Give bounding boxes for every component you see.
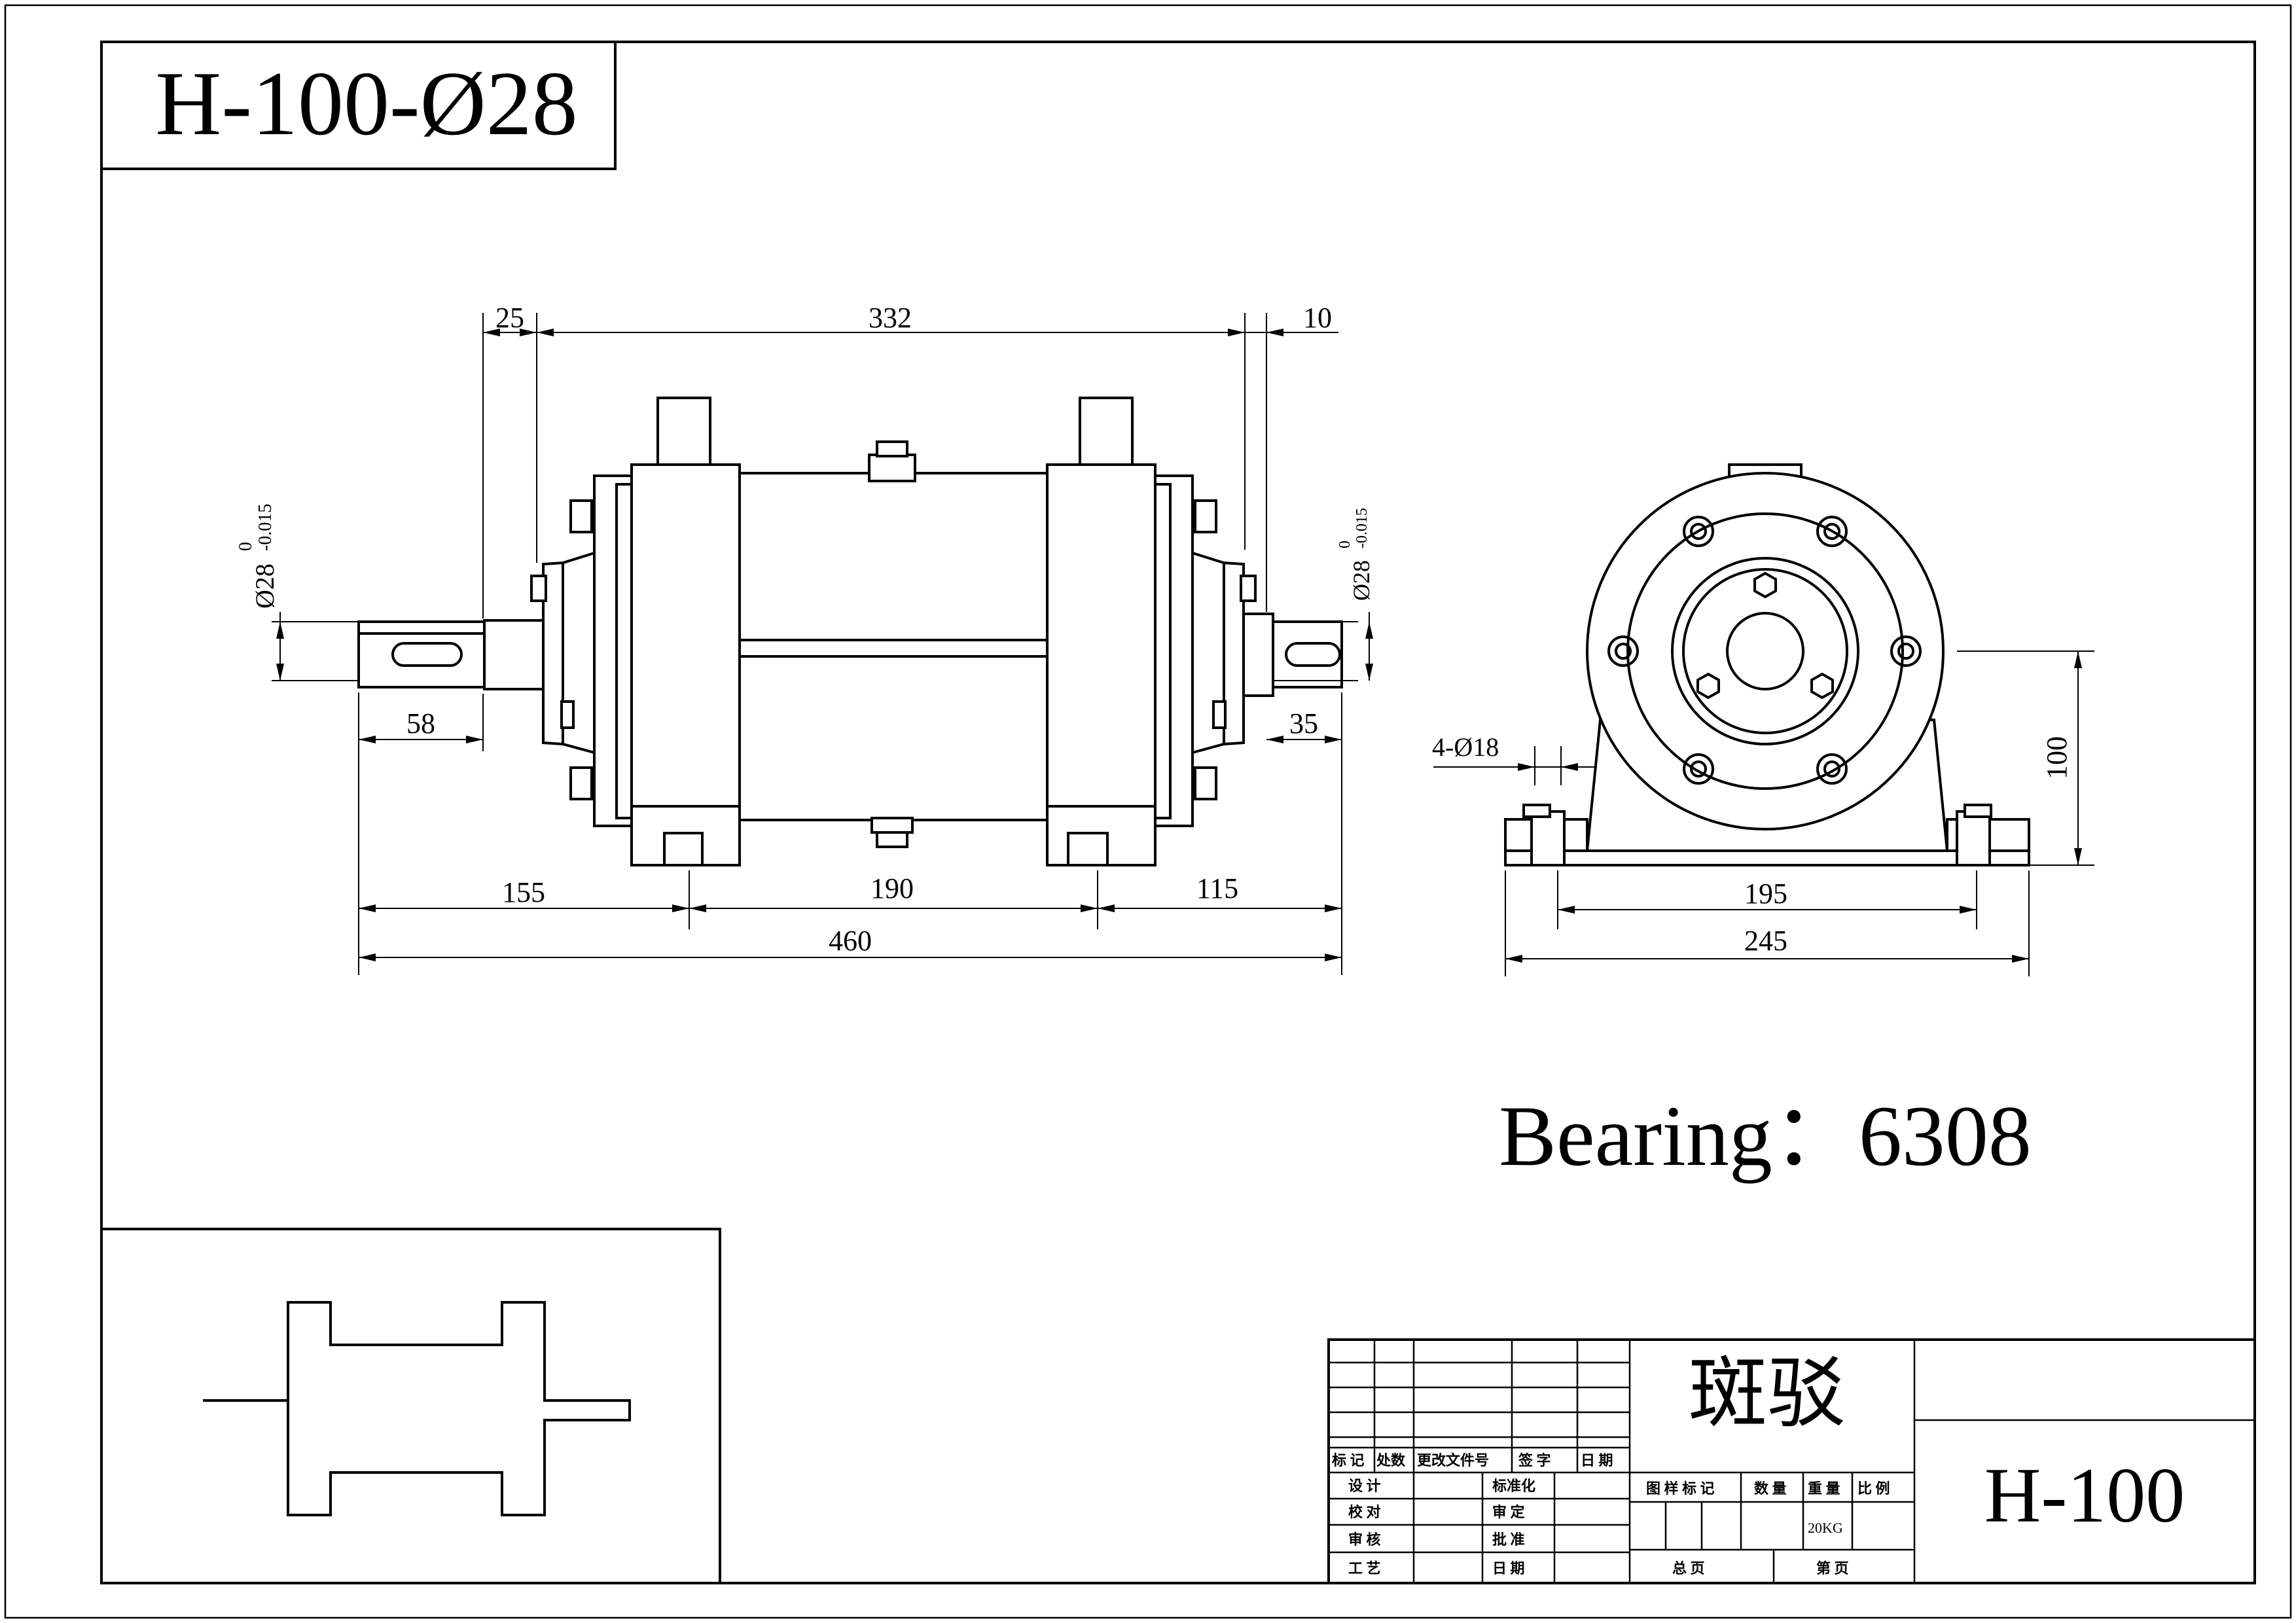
symbol-box <box>100 1228 721 1584</box>
title-box: H-100-Ø28 <box>101 42 617 170</box>
front-view: 25 332 10 58 35 155 190 115 460 Ø28 0 -0… <box>236 302 1374 975</box>
title-block: 标 记 处数 更改文件号 签 字 日 期 设 计 标准化 校 对 审 定 审 核… <box>1327 1338 2256 1584</box>
company-name: 斑驳 <box>1689 1348 1846 1439</box>
svg-text:更改文件号: 更改文件号 <box>1417 1452 1489 1469</box>
drawing-number: H-100 <box>1984 1452 2185 1539</box>
dim-460: 460 <box>829 925 872 957</box>
svg-text:处数: 处数 <box>1376 1452 1406 1469</box>
dim-195: 195 <box>1744 878 1787 910</box>
svg-text:审 定: 审 定 <box>1492 1504 1525 1520</box>
svg-text:日 期: 日 期 <box>1581 1452 1613 1469</box>
svg-text:0: 0 <box>236 542 256 551</box>
svg-text:审 核: 审 核 <box>1348 1531 1381 1548</box>
svg-text:-0.015: -0.015 <box>255 504 276 551</box>
sheet-border <box>4 4 2292 1619</box>
dim-115: 115 <box>1196 872 1238 904</box>
drawing-title: H-100-Ø28 <box>155 53 577 154</box>
left-shaft-tolerance: Ø28 0 -0.015 <box>236 504 279 609</box>
svg-text:数 量: 数 量 <box>1754 1480 1787 1497</box>
svg-text:Ø28: Ø28 <box>1348 560 1374 601</box>
svg-text:比 例: 比 例 <box>1857 1480 1890 1497</box>
svg-text:第 页: 第 页 <box>1816 1560 1849 1577</box>
svg-text:Ø28: Ø28 <box>250 563 279 609</box>
dim-155: 155 <box>502 876 545 908</box>
right-shaft-tolerance: Ø28 0 -0.015 <box>1336 508 1374 601</box>
dim-25: 25 <box>495 302 524 334</box>
svg-text:总 页: 总 页 <box>1672 1560 1705 1577</box>
dim-332: 332 <box>869 302 912 334</box>
dim-245: 245 <box>1744 925 1787 957</box>
svg-text:标准化: 标准化 <box>1492 1478 1535 1494</box>
svg-text:日 期: 日 期 <box>1492 1560 1525 1577</box>
svg-text:重 量: 重 量 <box>1808 1480 1840 1497</box>
svg-text:-0.015: -0.015 <box>1354 508 1371 548</box>
svg-text:工 艺: 工 艺 <box>1348 1560 1381 1577</box>
dim-58: 58 <box>406 707 435 740</box>
side-view: 4-Ø18 195 245 100 <box>1432 463 2094 976</box>
bearing-label: Bearing：6308 <box>1499 1088 2032 1184</box>
svg-text:标 记: 标 记 <box>1332 1452 1365 1469</box>
svg-text:设 计: 设 计 <box>1348 1478 1381 1494</box>
svg-text:校 对: 校 对 <box>1348 1504 1381 1520</box>
dim-35: 35 <box>1289 707 1318 740</box>
dim-holes: 4-Ø18 <box>1432 732 1499 762</box>
dim-10: 10 <box>1303 302 1332 334</box>
svg-text:0: 0 <box>1336 541 1354 548</box>
dim-190: 190 <box>870 872 914 904</box>
weight-value: 20KG <box>1808 1520 1843 1536</box>
svg-text:签 字: 签 字 <box>1518 1452 1551 1469</box>
svg-text:图 样 标 记: 图 样 标 记 <box>1646 1480 1715 1497</box>
svg-text:批 准: 批 准 <box>1492 1531 1525 1548</box>
dim-100: 100 <box>2041 736 2073 779</box>
